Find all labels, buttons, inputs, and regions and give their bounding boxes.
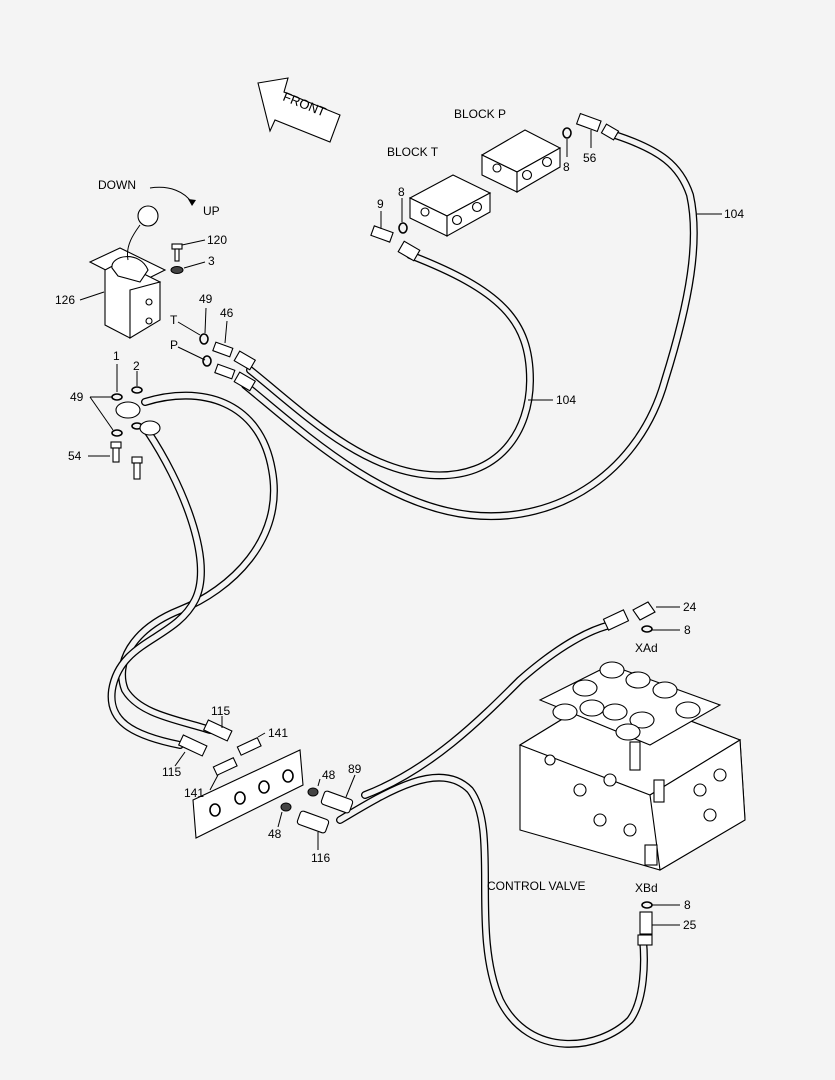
- hose-89-xad: [361, 621, 614, 799]
- callout-49a: 49: [199, 292, 213, 306]
- callout-54: 54: [68, 449, 82, 463]
- block-p-label: BLOCK P: [454, 107, 506, 121]
- block-p: BLOCK P: [454, 107, 562, 193]
- pilot-valve: DOWN UP T P: [88, 178, 220, 361]
- port-fittings-xad-xbd: XAd XBd: [602, 601, 658, 946]
- callout-8b: 8: [563, 160, 570, 174]
- callouts: 120 3 126 49 46 1 2 49 54 9 8 8: [55, 130, 744, 932]
- callout-116: 116: [311, 851, 330, 865]
- lower-port-fittings: [110, 386, 161, 480]
- valve-spools: [552, 661, 701, 741]
- block-t: BLOCK T: [387, 145, 492, 237]
- callout-1: 1: [113, 349, 120, 363]
- block-t-label: BLOCK T: [387, 145, 439, 159]
- xad-label: XAd: [635, 641, 658, 655]
- callout-3: 3: [208, 254, 215, 268]
- callout-104a: 104: [724, 207, 744, 221]
- callout-115b: 115: [162, 765, 181, 779]
- callout-25: 25: [683, 918, 697, 932]
- hoses: [107, 131, 698, 1048]
- fittings-89-116: [296, 790, 354, 834]
- hose-115-upper: [118, 391, 278, 734]
- bulkhead-plate: [192, 749, 304, 839]
- callout-89: 89: [348, 762, 362, 776]
- callout-56: 56: [583, 151, 597, 165]
- callout-48a: 48: [322, 768, 336, 782]
- lever-knob: [137, 205, 159, 227]
- port-t-label: T: [170, 313, 178, 327]
- hose-116-xbd: [336, 773, 648, 1048]
- callout-120: 120: [207, 233, 227, 247]
- callout-2: 2: [133, 359, 140, 373]
- callout-104b: 104: [556, 393, 576, 407]
- callout-8c: 8: [684, 623, 691, 637]
- control-valve: CONTROL VALVE: [487, 661, 746, 893]
- xbd-label: XBd: [635, 881, 658, 895]
- callout-46: 46: [220, 306, 234, 320]
- callout-115a: 115: [211, 704, 230, 718]
- callout-9: 9: [377, 197, 384, 211]
- hose-115-lower: [107, 428, 205, 749]
- callout-141b: 141: [184, 786, 204, 800]
- callout-126: 126: [55, 293, 75, 307]
- front-arrow: FRONT: [257, 77, 341, 143]
- up-label: UP: [203, 204, 220, 218]
- plate-fittings: [177, 719, 319, 812]
- hose-104-block-p: [241, 131, 698, 521]
- callout-8a: 8: [398, 185, 405, 199]
- callout-48b: 48: [268, 827, 282, 841]
- callout-49b: 49: [70, 390, 84, 404]
- down-label: DOWN: [98, 178, 136, 192]
- valve-port-fittings: [199, 333, 257, 392]
- hose-104-block-t: [246, 251, 535, 480]
- block-fittings: [370, 112, 620, 262]
- callout-8d: 8: [684, 898, 691, 912]
- callout-24: 24: [683, 600, 697, 614]
- bolt-120: [170, 243, 184, 274]
- port-p-label: P: [170, 338, 178, 352]
- control-valve-label: CONTROL VALVE: [487, 879, 585, 893]
- callout-141a: 141: [268, 726, 288, 740]
